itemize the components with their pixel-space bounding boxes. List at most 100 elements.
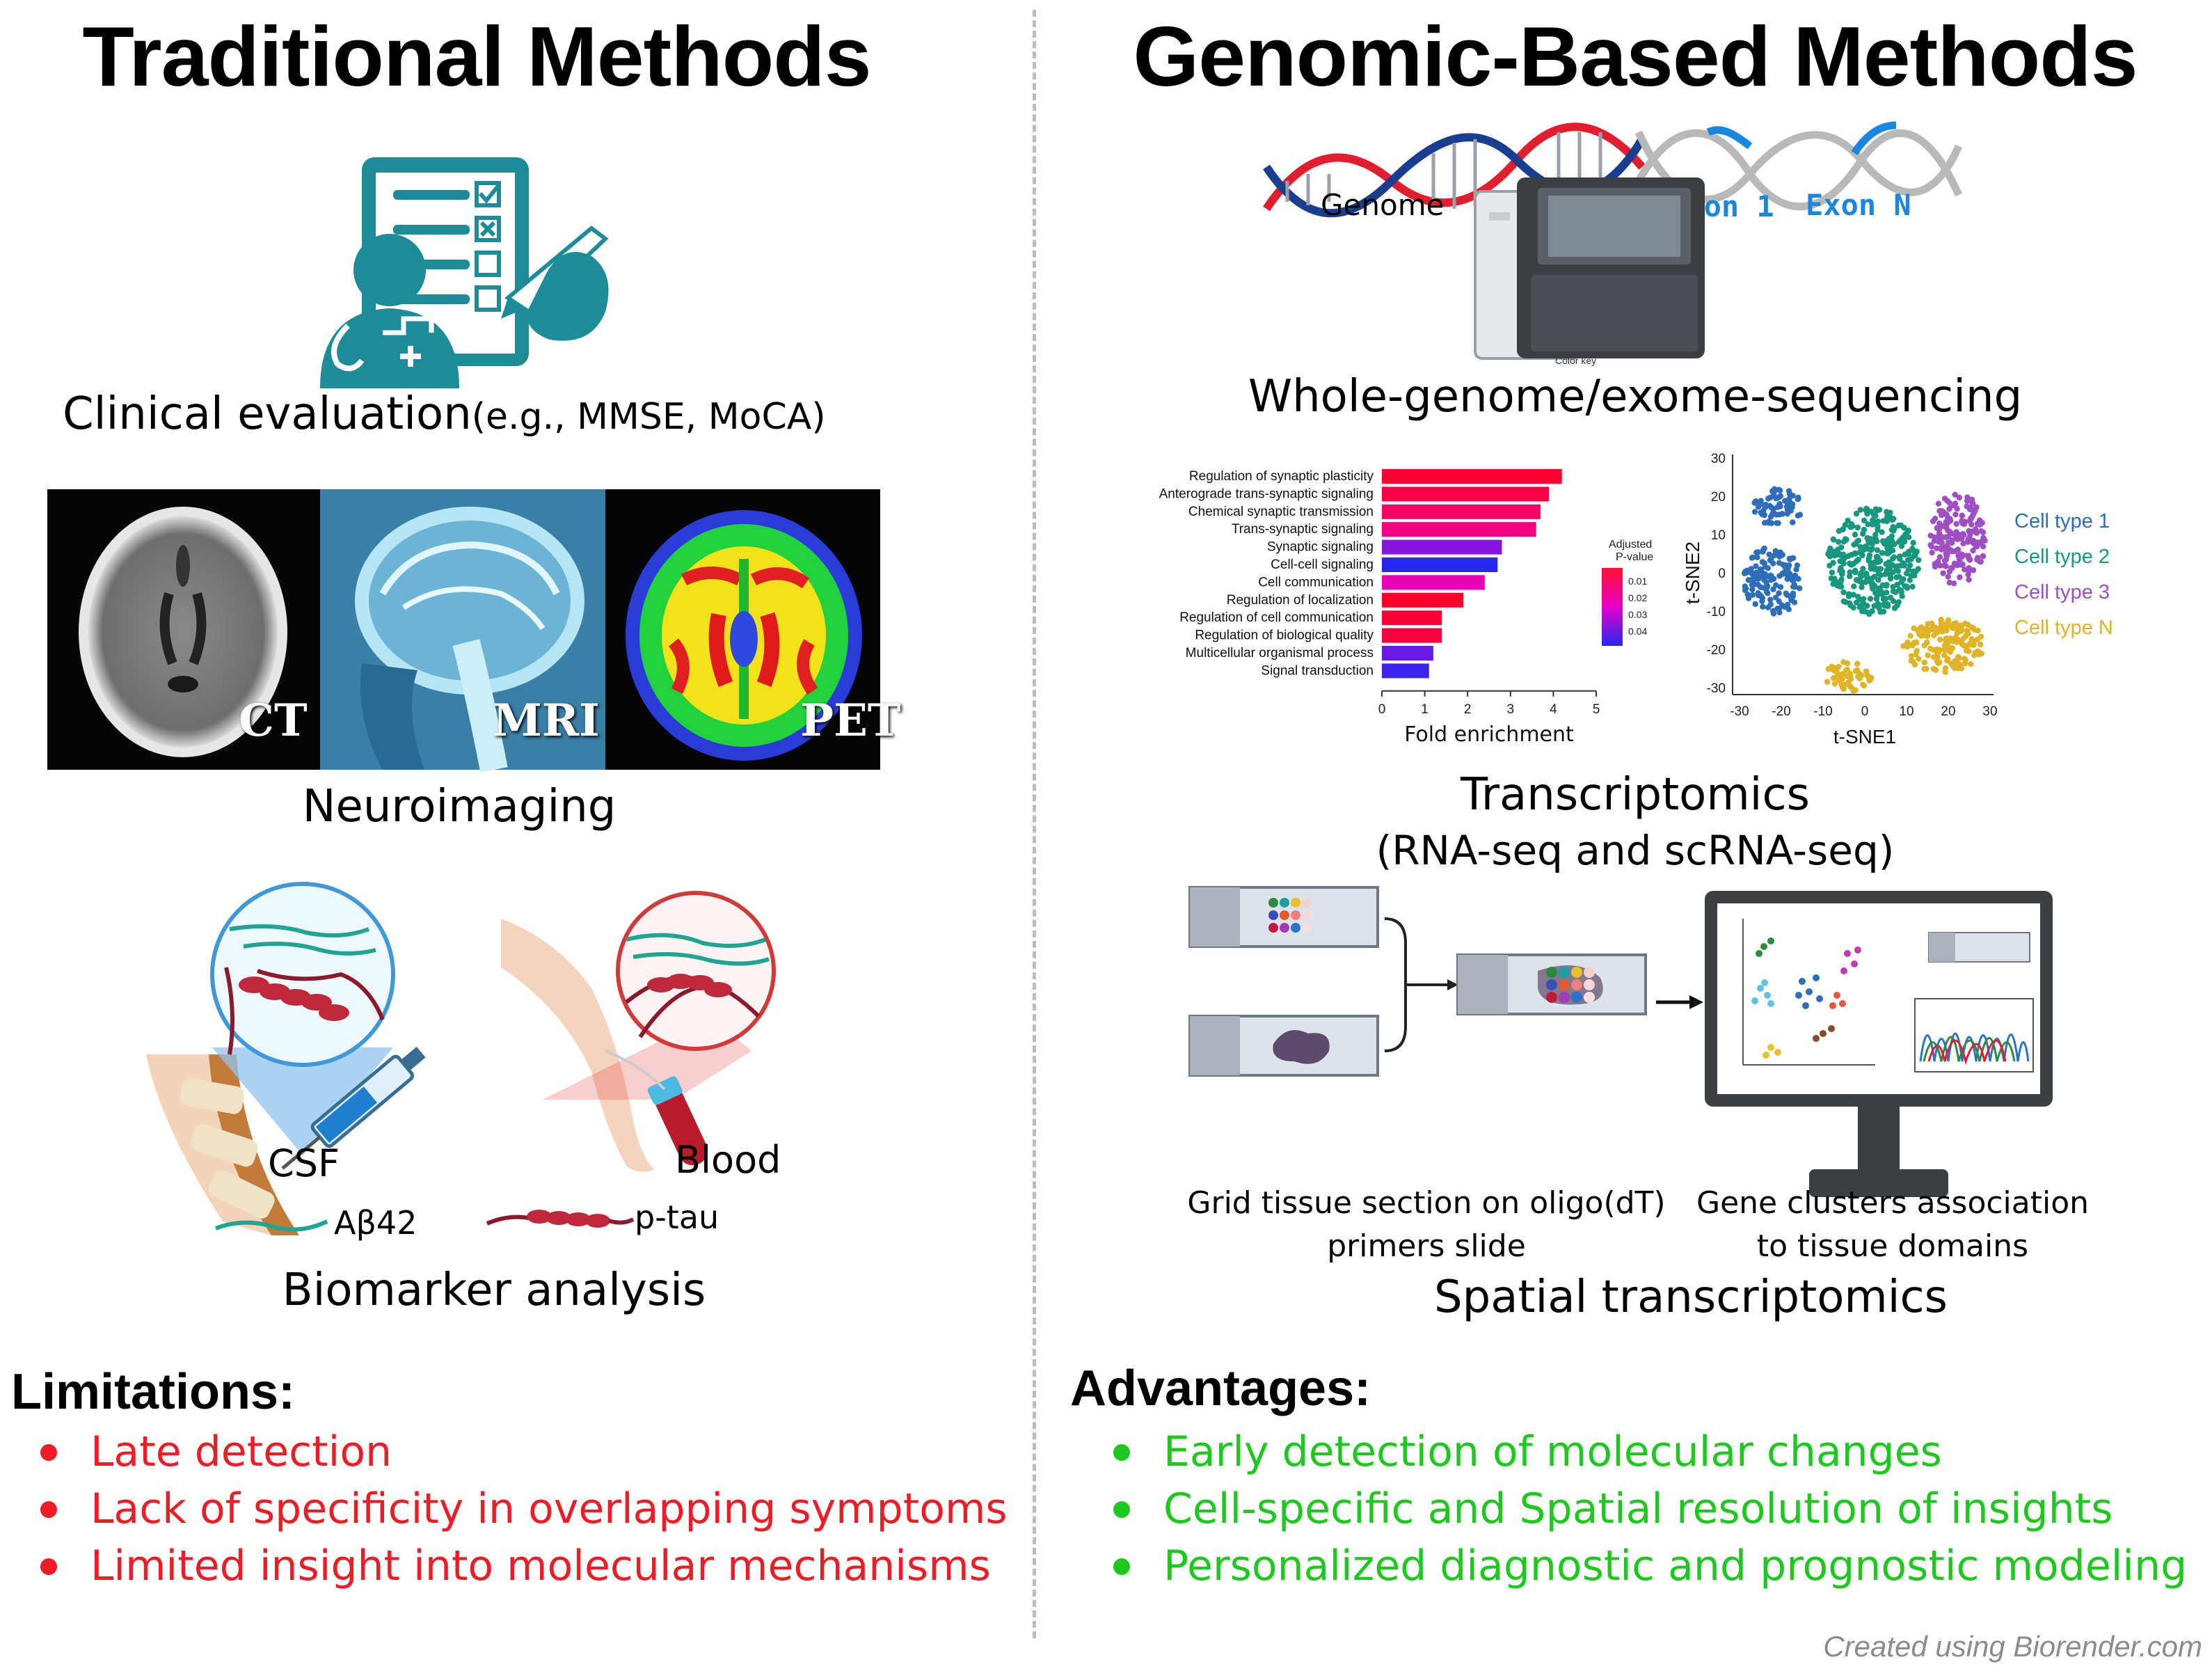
advantage-text: Early detection of molecular changes xyxy=(1163,1427,1942,1476)
scatter-point xyxy=(1774,520,1780,526)
category-label: Regulation of synaptic plasticity xyxy=(1189,469,1374,484)
scatter-point xyxy=(1893,563,1899,570)
scatter-point xyxy=(1770,610,1777,617)
scatter-point xyxy=(1939,628,1946,635)
pet-scan-image xyxy=(626,510,862,761)
legend-title: P-value xyxy=(1616,551,1653,563)
scatter-point xyxy=(1767,601,1774,608)
scatter-point xyxy=(1753,549,1760,556)
limitations-list: Late detection Lack of specificity in ov… xyxy=(11,1423,1008,1594)
scatter-point xyxy=(1889,539,1895,546)
scatter-point xyxy=(1879,529,1885,535)
scatter-point xyxy=(1944,551,1950,558)
bullet-icon xyxy=(40,1558,57,1575)
scatter-point xyxy=(1936,554,1943,560)
enrichment-bar xyxy=(1382,486,1550,502)
ct-label: CT xyxy=(239,695,308,747)
scatter-point xyxy=(1856,604,1863,610)
scatter-point xyxy=(1978,641,1984,648)
scatter-point xyxy=(1929,544,1935,550)
scatter-point xyxy=(1938,533,1944,539)
csf-lumbar-puncture-illustration xyxy=(146,882,426,1235)
scatter-point xyxy=(1896,554,1903,561)
csf-label: CSF xyxy=(268,1141,340,1185)
scatter-point xyxy=(1827,553,1833,560)
scatter-point xyxy=(1767,514,1774,520)
scatter-point xyxy=(1884,518,1890,525)
scatter-point xyxy=(1952,635,1959,641)
scatter-point xyxy=(1910,658,1916,665)
ptau-strand-icon xyxy=(486,1210,635,1228)
scatter-point xyxy=(1905,527,1911,534)
scatter-point xyxy=(1768,505,1774,511)
scatter-point xyxy=(1936,562,1943,569)
scatter-point xyxy=(1760,585,1767,591)
scatter-point xyxy=(1937,636,1943,643)
scatter-point xyxy=(1868,576,1875,582)
scatter-point xyxy=(1859,552,1865,559)
legend-entry: Cell type N xyxy=(2014,617,2113,639)
advantages-list: Early detection of molecular changes Cel… xyxy=(1084,1423,2187,1594)
scatter-point xyxy=(1943,523,1950,530)
scatter-point xyxy=(1934,525,1940,531)
scatter-point xyxy=(1877,585,1883,592)
category-label: Synaptic signaling xyxy=(1267,540,1374,555)
scatter-point xyxy=(1961,532,1967,538)
scatter-point xyxy=(1968,660,1974,667)
scatter-point xyxy=(1916,557,1922,563)
enrichment-bar xyxy=(1382,539,1502,555)
scatter-point xyxy=(1795,512,1801,519)
scatter-point xyxy=(1874,601,1881,608)
scatter-point xyxy=(1912,552,1918,558)
scatter-point xyxy=(1946,506,1952,512)
scatter-point xyxy=(1830,536,1836,543)
scatter-point xyxy=(1954,562,1961,569)
x-tick-label: 0 xyxy=(1861,704,1869,719)
mri-label: MRI xyxy=(493,695,600,747)
neuroimaging-label: Neuroimaging xyxy=(302,781,616,832)
category-label: Regulation of localization xyxy=(1227,593,1374,608)
scatter-point xyxy=(1955,546,1962,553)
scatter-point xyxy=(1785,606,1792,612)
scatter-point xyxy=(1895,599,1902,605)
scatter-point xyxy=(1754,554,1760,560)
scatter-point xyxy=(1772,486,1778,492)
scatter-point xyxy=(1963,647,1970,654)
scatter-point xyxy=(1947,516,1953,522)
enrichment-bar xyxy=(1382,646,1433,660)
scatter-point xyxy=(1946,622,1952,628)
enrichment-bar xyxy=(1382,469,1562,484)
scatter-point xyxy=(1852,569,1859,576)
scatter-point xyxy=(1839,676,1845,683)
scatter-point xyxy=(1959,512,1966,519)
scatter-point xyxy=(1968,636,1975,642)
advantage-item: Personalized diagnostic and prognostic m… xyxy=(1084,1537,2187,1594)
limitation-text: Limited insight into molecular mechanism… xyxy=(90,1542,991,1590)
scatter-point xyxy=(1860,681,1866,688)
scatter-point xyxy=(1957,557,1963,564)
scatter-point xyxy=(1978,558,1984,565)
scatter-point xyxy=(1749,554,1756,561)
scatter-point xyxy=(1784,510,1790,517)
scatter-point xyxy=(1768,520,1775,526)
scatter-point xyxy=(1966,576,1972,583)
scatter-point xyxy=(1845,517,1851,524)
spatial-transcriptomics-label: Spatial transcriptomics xyxy=(1433,1272,1948,1323)
scatter-point xyxy=(1973,544,1980,550)
scatter-point xyxy=(1978,528,1984,535)
scatter-point xyxy=(1982,537,1988,544)
enrichment-bar xyxy=(1382,610,1442,626)
scatter-point xyxy=(1751,500,1758,506)
scatter-point xyxy=(1916,631,1923,638)
right-title: Genomic-Based Methods xyxy=(1133,9,2138,104)
scatter-point xyxy=(1788,595,1795,601)
scatter-point xyxy=(1916,656,1922,662)
biomarker-analysis-label: Biomarker analysis xyxy=(282,1265,706,1316)
abeta-strand-icon xyxy=(214,1219,328,1232)
scatter-point xyxy=(1965,571,1971,578)
scatter-point xyxy=(1970,500,1976,507)
bullet-icon xyxy=(1113,1501,1130,1518)
scatter-point xyxy=(1796,585,1803,592)
scatter-point xyxy=(1770,576,1777,582)
scatter-point xyxy=(1783,571,1790,578)
